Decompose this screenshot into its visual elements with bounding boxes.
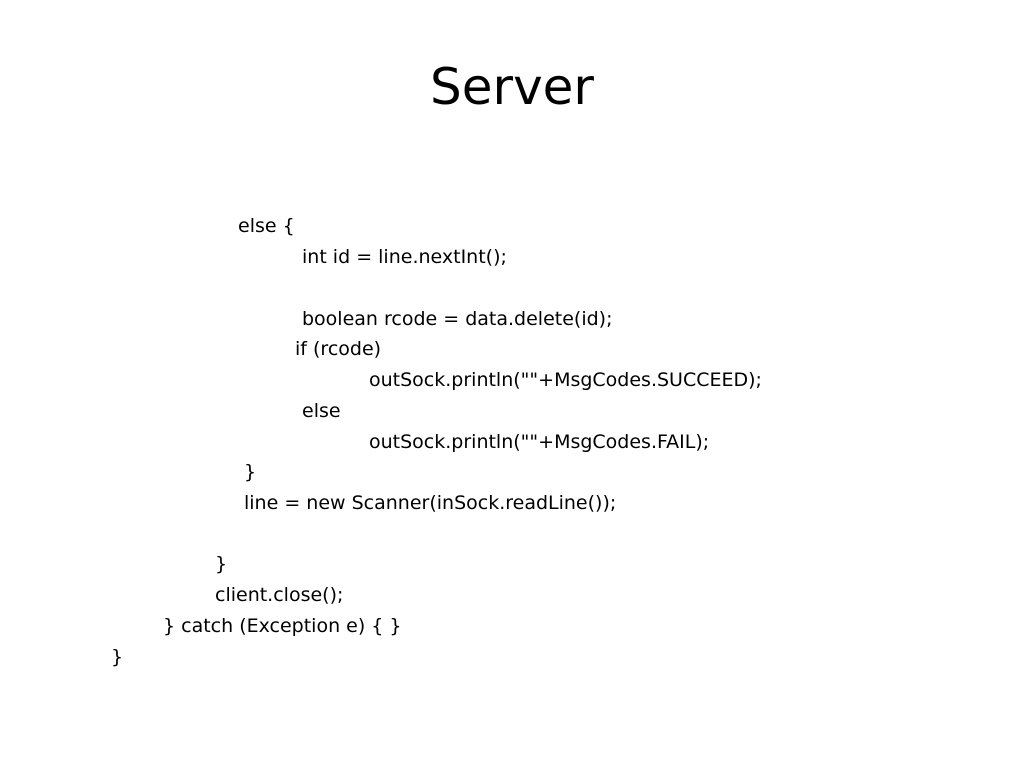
code-line: } catch (Exception e) { } [163, 615, 402, 637]
code-line: client.close(); [215, 584, 344, 606]
slide-title: Server [430, 58, 594, 116]
code-line: } [215, 553, 228, 575]
code-line: else { [238, 215, 295, 237]
code-line: int id = line.nextInt(); [302, 246, 507, 268]
code-line: outSock.println(""+MsgCodes.SUCCEED); [369, 369, 762, 391]
code-line: else [302, 400, 341, 422]
code-line: } [111, 646, 124, 668]
code-line: } [244, 461, 257, 483]
code-line: line = new Scanner(inSock.readLine()); [244, 492, 617, 514]
code-line: boolean rcode = data.delete(id); [302, 308, 613, 330]
code-line: outSock.println(""+MsgCodes.FAIL); [369, 431, 710, 453]
code-line: if (rcode) [295, 338, 382, 360]
